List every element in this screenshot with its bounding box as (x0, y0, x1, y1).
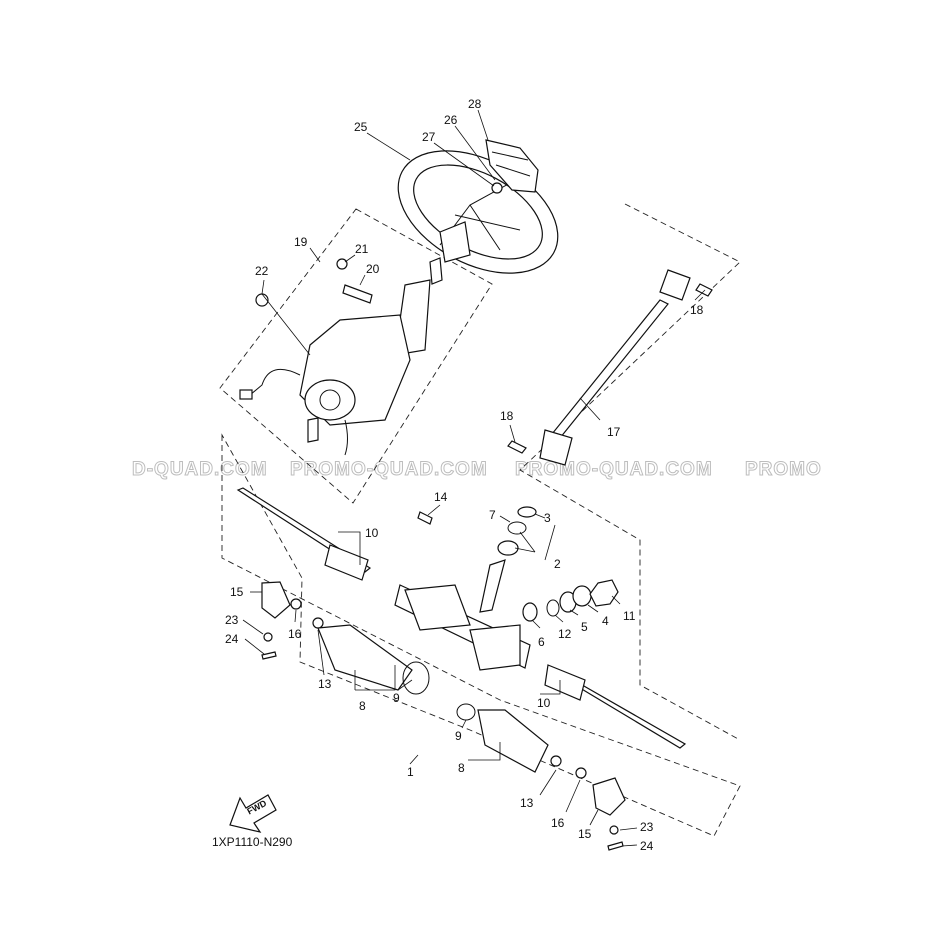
steering-nut (491, 182, 503, 194)
inner-joint (324, 544, 369, 581)
rack-housing (394, 584, 531, 671)
steering-column (239, 257, 443, 456)
boot (317, 624, 413, 691)
nut (290, 598, 302, 610)
callout-3: 3 (544, 511, 551, 525)
callout-18: 18 (690, 303, 704, 317)
lock-washer (312, 617, 324, 629)
callout-28: 28 (468, 97, 482, 111)
callout-16: 16 (288, 627, 302, 641)
callout-24: 24 (640, 839, 654, 853)
steering-wheel (397, 150, 559, 274)
leader-lines (242, 109, 706, 847)
callout-9: 9 (393, 691, 400, 705)
callout-17: 17 (607, 425, 621, 439)
castle-nut (263, 632, 273, 642)
watermark-text: PROMO (745, 459, 822, 480)
callout-1: 1 (407, 765, 414, 779)
shaft-group-box (519, 203, 741, 741)
lock-nut (589, 579, 619, 607)
adjuster-screw (572, 585, 592, 607)
callout-10: 10 (537, 696, 551, 710)
bolt (695, 283, 713, 297)
callout-23: 23 (225, 613, 239, 627)
callout-12: 12 (558, 627, 572, 641)
watermark-text: PROMO-QUAD.COM (290, 459, 488, 480)
boot-clamp (402, 661, 430, 695)
bolt (417, 511, 433, 525)
callout-11: 11 (623, 609, 636, 623)
seal (517, 506, 537, 518)
callout-8: 8 (359, 699, 366, 713)
intermediate-shaft (539, 269, 691, 466)
bolt (507, 440, 527, 454)
callout-22: 22 (255, 264, 269, 278)
watermark-text: D-QUAD.COM (132, 459, 268, 480)
cotter-pin (607, 841, 624, 851)
callout-23: 23 (640, 820, 654, 834)
callout-6: 6 (538, 635, 545, 649)
bracket (342, 284, 373, 304)
callout-9: 9 (455, 729, 462, 743)
circlip (507, 521, 527, 535)
callout-18: 18 (500, 409, 514, 423)
lock-washer (550, 755, 562, 767)
rack-assembly-group-box (221, 433, 741, 837)
tie-rod-end (261, 581, 291, 619)
castle-nut (609, 825, 619, 835)
callout-4: 4 (602, 614, 609, 628)
diagram-code: 1XP1110-N290 (212, 835, 293, 849)
callout-19: 19 (294, 235, 308, 249)
adjuster-plug (522, 602, 538, 622)
callout-8: 8 (458, 761, 465, 775)
tie-rod-end (592, 777, 626, 816)
nut (575, 767, 587, 779)
bolt (255, 293, 269, 307)
callout-25: 25 (354, 120, 368, 134)
callout-14: 14 (434, 490, 448, 504)
callout-13: 13 (520, 796, 534, 810)
callouts: 28 26 27 25 19 21 20 22 18 18 17 14 10 7… (225, 97, 704, 853)
fwd-arrow: FWD (229, 794, 277, 833)
bolt (336, 258, 348, 270)
cotter-pin (261, 651, 277, 660)
callout-10: 10 (365, 526, 379, 540)
inner-joint (544, 664, 586, 701)
callout-15: 15 (578, 827, 592, 841)
callout-2: 2 (554, 557, 561, 571)
bearing (497, 540, 519, 556)
callout-13: 13 (318, 677, 332, 691)
callout-16: 16 (551, 816, 565, 830)
callout-20: 20 (366, 262, 380, 276)
watermark: D-QUAD.COM PROMO-QUAD.COM PROMO-QUAD.COM… (132, 459, 822, 481)
boot (477, 709, 549, 773)
callout-24: 24 (225, 632, 239, 646)
pinion-gear (479, 559, 506, 613)
callout-27: 27 (422, 130, 436, 144)
callout-15: 15 (230, 585, 244, 599)
o-ring (546, 599, 560, 617)
callout-26: 26 (444, 113, 458, 127)
steering-pad (485, 139, 539, 193)
callout-21: 21 (355, 242, 369, 256)
watermark-text: PROMO-QUAD.COM (515, 459, 713, 480)
boot-clamp (456, 703, 476, 721)
callout-5: 5 (581, 620, 588, 634)
callout-7: 7 (489, 508, 496, 522)
